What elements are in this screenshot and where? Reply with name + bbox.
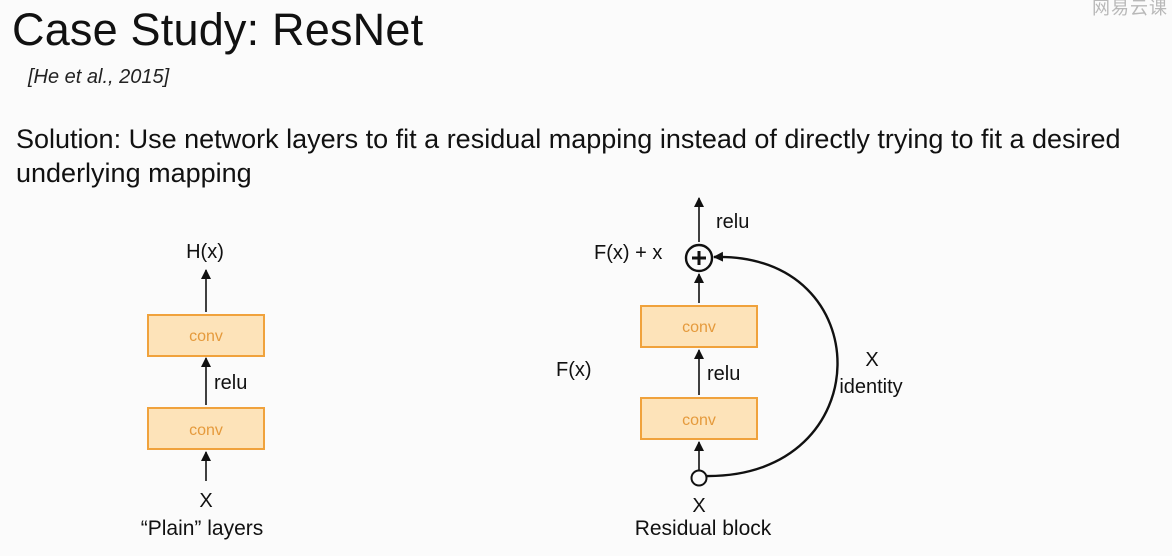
identity-skip-connection bbox=[705, 251, 839, 478]
plain-caption: “Plain” layers bbox=[141, 517, 264, 540]
residual-relu-label: relu bbox=[707, 363, 740, 385]
citation: [He et al., 2015] bbox=[28, 66, 170, 88]
plain-bottom-conv-label: conv bbox=[189, 422, 223, 439]
plain-input-label: X bbox=[199, 490, 212, 512]
identity-x-label: X bbox=[865, 349, 878, 371]
plain-output-label: H(x) bbox=[186, 241, 224, 263]
plain-layers-diagram: H(x) conv relu conv X “Plain” layers bbox=[141, 241, 265, 540]
residual-bottom-conv-label: conv bbox=[682, 412, 716, 429]
plain-top-conv-label: conv bbox=[189, 328, 223, 345]
residual-sum-label: F(x) + x bbox=[594, 242, 662, 264]
residual-block-diagram: relu F(x) + x conv relu F(x) conv X iden… bbox=[556, 197, 903, 540]
identity-label: identity bbox=[839, 376, 902, 398]
residual-fx-label: F(x) bbox=[556, 359, 592, 381]
residual-input-label: X bbox=[692, 495, 705, 517]
solution-text: Solution: Use network layers to fit a re… bbox=[16, 124, 1121, 188]
plus-circle-icon bbox=[684, 243, 714, 273]
slide-title: Case Study: ResNet bbox=[12, 4, 424, 55]
residual-bottom-conv-box bbox=[640, 397, 758, 440]
input-node-icon bbox=[690, 469, 708, 487]
plain-bottom-conv-box bbox=[147, 407, 265, 450]
plain-relu-label: relu bbox=[214, 372, 247, 394]
residual-caption: Residual block bbox=[635, 517, 772, 540]
watermark-logo: 网易云课 bbox=[1092, 0, 1168, 18]
residual-top-conv-box bbox=[640, 305, 758, 348]
residual-top-relu-label: relu bbox=[716, 211, 749, 233]
residual-top-conv-label: conv bbox=[682, 319, 716, 336]
plain-top-conv-box bbox=[147, 314, 265, 357]
